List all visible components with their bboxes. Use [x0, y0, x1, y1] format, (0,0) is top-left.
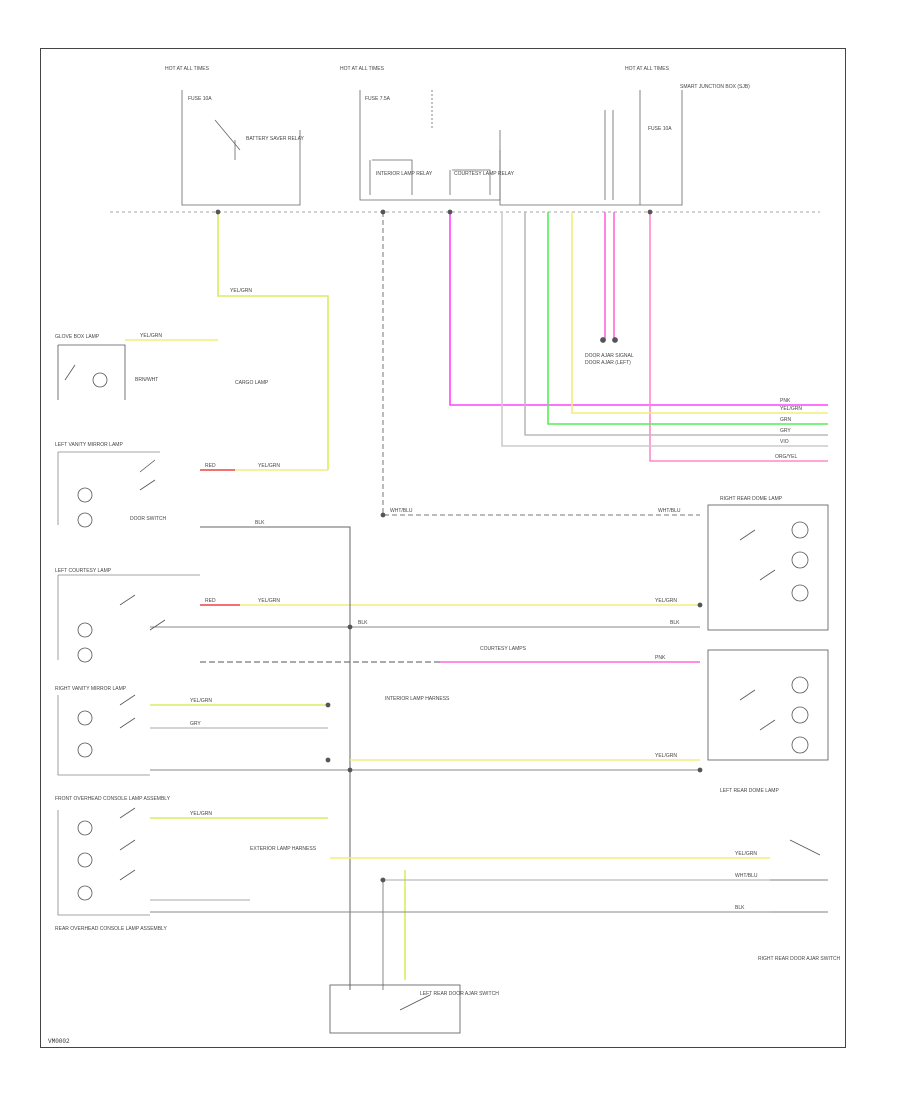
black-wire-1 — [200, 526, 351, 990]
wire-tag-gry-2: GRY — [780, 428, 791, 434]
wire-tag-yel-2: YEL/GRN — [780, 406, 802, 412]
right-rear-dome-box — [707, 504, 829, 631]
wire-tag-whtblu-3: WHT/BLU — [735, 873, 758, 879]
left-courtesy-bulb-2-icon — [77, 647, 93, 663]
wire-tag-pnk: PNK — [655, 655, 666, 661]
courtesy-lamps-label: COURTESY LAMPS — [480, 646, 527, 652]
fuse-label-1: FUSE 10A — [188, 96, 212, 102]
wire-tag-whtblu-2: WHT/BLU — [390, 508, 413, 514]
yellow-green-wire — [217, 212, 329, 470]
diagram-code: VM0002 — [48, 1038, 70, 1045]
wire-tag-yelgrn-3: YEL/GRN — [258, 598, 280, 604]
door-switch-label: DOOR SWITCH — [130, 516, 166, 522]
wire-tag-blk-1: BLK — [255, 520, 265, 526]
battery-saver-label: BATTERY SAVER RELAY — [246, 136, 305, 142]
pink-wire-2 — [649, 212, 828, 462]
left-vanity-box — [57, 451, 160, 525]
wire-tag-yelgrn-2: YEL/GRN — [258, 463, 280, 469]
wire-tag-red-2: RED — [205, 598, 216, 604]
fuse-label-2: FUSE 7.5A — [365, 96, 391, 102]
front-overhead-box — [57, 810, 150, 916]
wire-tag-red-1: RED — [205, 463, 216, 469]
interior-lamp-relay-label: INTERIOR LAMP RELAY — [376, 171, 433, 177]
wire-tag-yelgrn-6: YEL/GRN — [655, 753, 677, 759]
wire-tag-orgyel: ORG/YEL — [775, 454, 797, 460]
wire-tag-yelgrn-8: YEL/GRN — [735, 851, 757, 857]
component-labels: GLOVE BOX LAMP LEFT VANITY MIRROR LAMP L… — [55, 334, 841, 997]
wire-tag-yelgrn-5: YEL/GRN — [190, 698, 212, 704]
wire-tag-brnwht: BRN/WHT — [135, 377, 158, 383]
right-vanity-bulb-2-icon — [77, 742, 93, 758]
left-dome-bulb-3-icon — [791, 736, 809, 754]
diagram-frame — [40, 48, 846, 1048]
wire-tag-yel: YEL/GRN — [140, 333, 162, 339]
wire-tag-whtblu: WHT/BLU — [658, 508, 681, 514]
top-labels: HOT AT ALL TIMES HOT AT ALL TIMES HOT AT… — [165, 66, 750, 366]
wire-tags: YEL/GRN YEL/GRN BRN/WHT YEL/GRN RED YEL/… — [135, 288, 802, 911]
wire-tag-yelgrn: YEL/GRN — [230, 288, 252, 294]
sjb-label: SMART JUNCTION BOX (SJB) — [680, 84, 750, 90]
glove-box-lamp-label: GLOVE BOX LAMP — [55, 334, 100, 340]
cargo-lamp-label: CARGO LAMP — [235, 380, 269, 386]
wire-tag-vio: VIO — [780, 439, 789, 445]
hot-label-2: HOT AT ALL TIMES — [340, 66, 385, 72]
glove-box-bulb-icon — [92, 372, 108, 388]
black-vert-wire — [382, 212, 700, 516]
left-rear-dome-box — [707, 649, 829, 761]
components — [57, 209, 829, 1034]
door-ajar-left-label: DOOR AJAR (LEFT) — [585, 360, 631, 366]
door-ajar-signal-label: DOOR AJAR SIGNAL — [585, 353, 634, 359]
wire-tag-blk-4: BLK — [735, 905, 745, 911]
right-vanity-label: RIGHT VANITY MIRROR LAMP — [55, 686, 127, 692]
wire-tag-grn: GRN — [780, 417, 792, 423]
rear-overhead-label: REAR OVERHEAD CONSOLE LAMP ASSEMBLY — [55, 926, 167, 932]
gray-wire-2 — [501, 212, 828, 447]
left-courtesy-label: LEFT COURTESY LAMP — [55, 568, 112, 574]
left-vanity-bulb-2-icon — [77, 512, 93, 528]
left-rear-door-switch-box — [329, 984, 461, 1034]
fuse-block-area — [110, 90, 820, 213]
wire-tag-gry: GRY — [190, 721, 201, 727]
left-dome-bulb-2-icon — [791, 706, 809, 724]
lamp-harness-1-label: INTERIOR LAMP HARNESS — [385, 696, 450, 702]
gray-wire-1 — [524, 212, 828, 436]
wire-tag-blk-2: BLK — [358, 620, 368, 626]
lamp-harness-2-label: EXTERIOR LAMP HARNESS — [250, 846, 317, 852]
yellow-wire-sjb — [571, 212, 828, 414]
wire-runs — [125, 212, 828, 990]
wire-tag-pnk-2: PNK — [780, 398, 791, 404]
right-rear-door-label: RIGHT REAR DOOR AJAR SWITCH — [758, 956, 841, 962]
glove-box-lamp-box — [57, 344, 126, 400]
left-vanity-label: LEFT VANITY MIRROR LAMP — [55, 442, 123, 448]
hot-label-1: HOT AT ALL TIMES — [165, 66, 210, 72]
front-overhead-bulb-3-icon — [77, 885, 93, 901]
right-vanity-bulb-1-icon — [77, 710, 93, 726]
right-dome-bulb-1-icon — [791, 521, 809, 539]
right-dome-bulb-2-icon — [791, 551, 809, 569]
left-rear-door-label: LEFT REAR DOOR AJAR SWITCH — [420, 991, 499, 997]
front-overhead-bulb-2-icon — [77, 852, 93, 868]
green-wire-sjb — [547, 212, 828, 425]
wire-tag-blk-3: BLK — [670, 620, 680, 626]
left-courtesy-bulb-1-icon — [77, 622, 93, 638]
left-rear-dome-label: LEFT REAR DOME LAMP — [720, 788, 779, 794]
pink-wire-1 — [449, 212, 828, 406]
right-dome-bulb-3-icon — [791, 584, 809, 602]
left-vanity-bulb-1-icon — [77, 487, 93, 503]
right-rear-switch — [770, 839, 828, 913]
front-overhead-bulb-1-icon — [77, 820, 93, 836]
left-dome-bulb-1-icon — [791, 676, 809, 694]
front-overhead-label: FRONT OVERHEAD CONSOLE LAMP ASSEMBLY — [55, 796, 171, 802]
wire-tag-yelgrn-4: YEL/GRN — [655, 598, 677, 604]
wire-tag-yelgrn-7: YEL/GRN — [190, 811, 212, 817]
fuse-label-3: FUSE 10A — [648, 126, 672, 132]
right-rear-dome-label: RIGHT REAR DOME LAMP — [720, 496, 783, 502]
right-vanity-box — [57, 695, 150, 776]
hot-label-3: HOT AT ALL TIMES — [625, 66, 670, 72]
left-courtesy-box — [57, 574, 200, 660]
courtesy-relay-label: COURTESY LAMP RELAY — [454, 171, 515, 177]
